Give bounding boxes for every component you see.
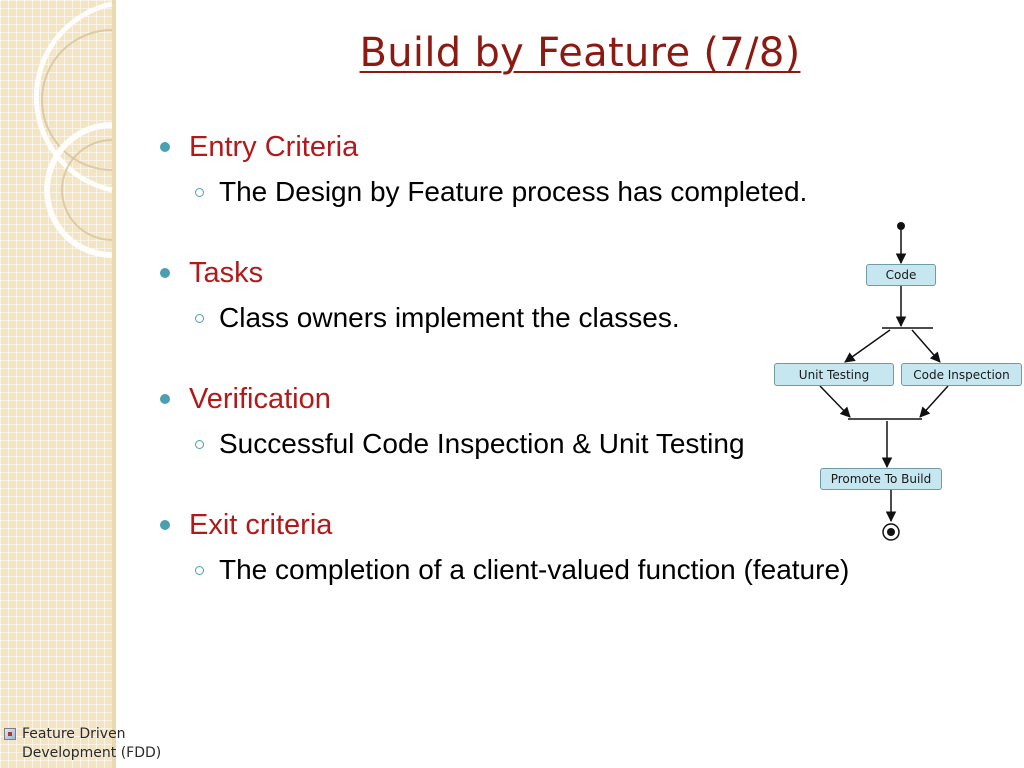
band-edge-strip [112, 0, 116, 768]
section-heading: Verification [189, 382, 331, 415]
section-verification: Verification Successful Code Inspection … [160, 378, 1020, 466]
section-heading: Entry Criteria [189, 130, 359, 163]
section-heading: Exit criteria [189, 508, 333, 541]
bullet-level1: Verification [160, 378, 1020, 420]
diagram-node-code-inspection: Code Inspection [901, 363, 1022, 386]
bullet-ring-icon [195, 565, 204, 575]
section-item: The Design by Feature process has comple… [219, 176, 808, 207]
bullet-dot-icon [160, 394, 170, 404]
decorative-rings [33, 1, 113, 258]
diagram-node-unit-testing: Unit Testing [774, 363, 894, 386]
footer-text: Feature Driven Development (FDD) [22, 725, 161, 763]
diagram-node-code: Code [866, 264, 936, 286]
section-tasks: Tasks Class owners implement the classes… [160, 252, 1020, 340]
section-item: The completion of a client-valued functi… [219, 554, 850, 585]
footer-label: Feature Driven Development (FDD) [4, 725, 161, 763]
section-exit-criteria: Exit criteria The completion of a client… [160, 504, 1020, 592]
activity-diagram: Code Unit Testing Code Inspection Promot… [770, 222, 1024, 544]
initial-node [897, 222, 905, 230]
bullet-ring-icon [195, 313, 204, 323]
bullet-ring-icon [195, 187, 204, 197]
bullet-ring-icon [195, 439, 204, 449]
bullet-dot-icon [160, 268, 170, 278]
section-heading: Tasks [189, 256, 264, 289]
bullet-level1: Entry Criteria [160, 126, 1020, 168]
section-item: Class owners implement the classes. [219, 302, 680, 333]
diagram-node-promote-to-build: Promote To Build [820, 468, 942, 490]
bullet-level2: The completion of a client-valued functi… [195, 548, 1020, 592]
diagram-connectors [819, 222, 949, 541]
bullet-level2: Successful Code Inspection & Unit Testin… [195, 422, 1020, 466]
bullet-list: Entry Criteria The Design by Feature pro… [160, 126, 1020, 630]
bullet-level1: Exit criteria [160, 504, 1020, 546]
footer-line2: Development (FDD) [22, 745, 162, 761]
bullet-dot-icon [160, 142, 170, 152]
bullet-level1: Tasks [160, 252, 1020, 294]
bullet-level2: Class owners implement the classes. [195, 296, 1020, 340]
section-item: Successful Code Inspection & Unit Testin… [219, 428, 745, 459]
footer-line1: Feature Driven [22, 726, 126, 742]
bullet-dot-icon [160, 520, 170, 530]
document-icon [4, 728, 16, 740]
bullet-level2: The Design by Feature process has comple… [195, 170, 1020, 214]
slide-title: Build by Feature (7/8) [359, 30, 801, 76]
section-entry-criteria: Entry Criteria The Design by Feature pro… [160, 126, 1020, 214]
